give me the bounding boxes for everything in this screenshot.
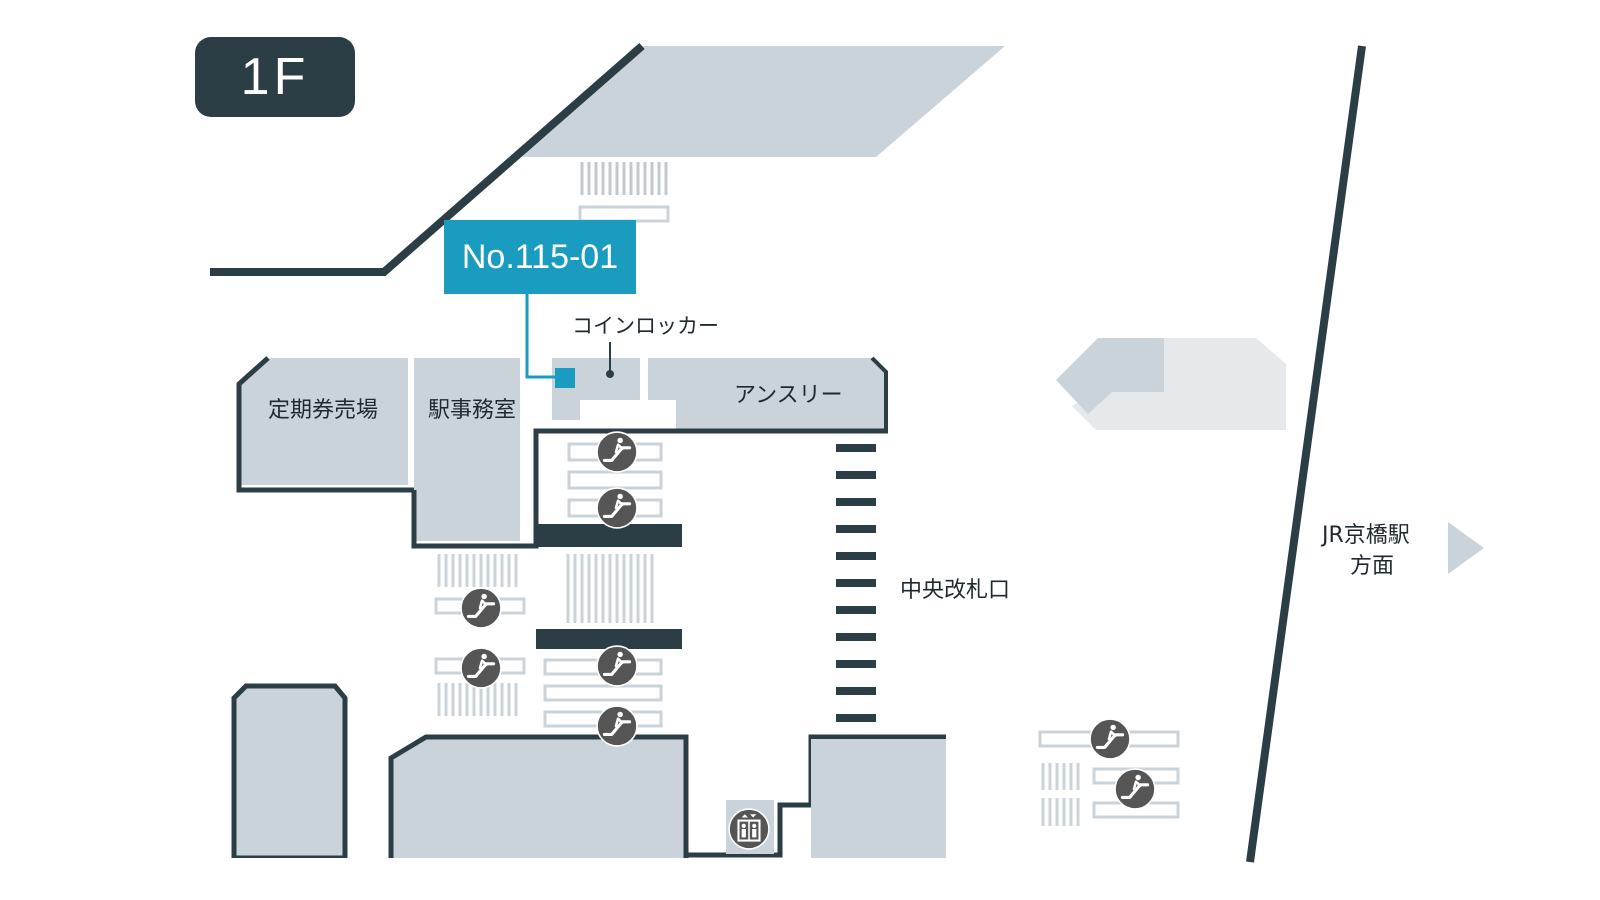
center-stairs xyxy=(566,554,654,623)
bottom-center-block-wall xyxy=(388,734,689,858)
escalator-icon xyxy=(1114,768,1156,810)
station-office-label: 駅事務室 xyxy=(428,398,516,423)
center-lower-bar xyxy=(536,629,682,649)
escalator-icon xyxy=(1089,718,1131,760)
top-platform-area xyxy=(522,46,1005,157)
locker-marker[interactable] xyxy=(555,368,575,388)
ansree-shop-area xyxy=(648,358,888,429)
bottom-right-block xyxy=(811,739,946,858)
floor-badge: 1F xyxy=(195,37,355,117)
central-gate-bars xyxy=(836,444,876,722)
center-upper-bar xyxy=(536,524,682,547)
commuter-pass-office-area xyxy=(239,358,408,485)
left-stairs-lower xyxy=(437,683,518,716)
station-office-area xyxy=(414,358,520,541)
central-gate-label: 中央改札口 xyxy=(900,578,1010,603)
bottom-center-block xyxy=(391,737,686,858)
ansree-shop-wall xyxy=(870,356,888,431)
jr-direction-line1: JR京橋駅 xyxy=(1320,523,1410,548)
escalator-icon xyxy=(596,645,638,687)
top-stairs xyxy=(580,162,668,195)
outer-wall xyxy=(210,42,645,276)
ansree-label: アンスリー xyxy=(734,383,843,408)
escalator-icon xyxy=(596,705,638,747)
locker-number-tag[interactable]: No.115-01 xyxy=(444,220,636,294)
right-area xyxy=(1056,338,1164,414)
elevator-icon xyxy=(728,808,770,850)
escalator-icon xyxy=(596,431,638,473)
bottom-left-block-mask xyxy=(229,858,351,866)
right-diagonal-wall xyxy=(1246,45,1366,863)
coin-locker-label: コインロッカー xyxy=(572,314,719,338)
left-stairs-upper xyxy=(437,554,518,587)
elevator-alcove-wall xyxy=(683,734,946,858)
jr-direction-line2: 方面 xyxy=(1350,554,1394,579)
escalator-icon xyxy=(460,587,502,629)
coin-locker-dot xyxy=(606,370,614,378)
arrow-right-icon xyxy=(1448,522,1484,574)
escalator-icon xyxy=(460,647,502,689)
commuter-pass-office-label: 定期券売場 xyxy=(268,398,378,423)
locker-connector-line xyxy=(525,290,558,379)
right-stairs xyxy=(1041,763,1080,826)
coin-locker-small-area xyxy=(552,400,580,420)
top-escalator-strip xyxy=(578,205,670,223)
commuter-pass-office-wall xyxy=(236,356,414,493)
escalator-icon xyxy=(596,487,638,529)
bottom-left-block xyxy=(231,683,348,861)
